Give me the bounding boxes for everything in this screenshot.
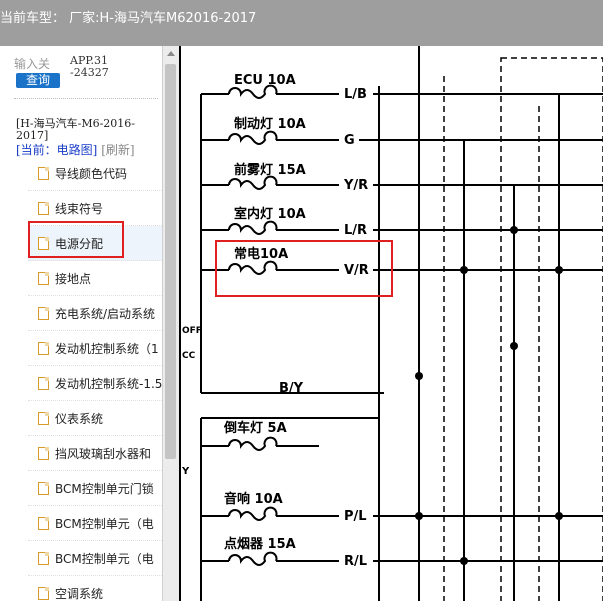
scrollbar-thumb[interactable]	[165, 64, 176, 459]
tree-item-instrument-system[interactable]: 仪表系统	[28, 401, 162, 436]
tree-item-label: 空调系统	[55, 586, 104, 601]
fuse-label: 音响 10A	[224, 491, 283, 507]
document-icon	[38, 271, 49, 285]
document-icon	[38, 236, 49, 250]
fuse-highlight	[215, 240, 393, 297]
wire-code: G	[344, 133, 355, 148]
tree-item-label: 充电系统/启动系统	[55, 306, 156, 321]
current-view-label: [当前：电路图]	[16, 143, 98, 157]
fuse-label: 制动灯 10A	[234, 116, 306, 132]
bus-label: B/Y	[279, 381, 304, 396]
switch-acc-label: CC	[182, 351, 196, 361]
fuse-label: 常电10A	[234, 246, 288, 262]
tree-item-label: 接地点	[55, 271, 92, 286]
tree-item-charging-starting[interactable]: 充电系统/启动系统	[28, 296, 162, 331]
sidebar: 查询 APP.31-24327 [H-海马汽车-M6-2016-2017] [当…	[0, 46, 162, 601]
tree-item-label: 线束符号	[55, 201, 104, 216]
search-area: 查询 APP.31-24327	[0, 46, 162, 98]
document-icon	[38, 446, 49, 460]
circuit-tree: 导线颜色代码 线束符号 电源分配 接地点 充电系统/启动系统 发动机控制系统（1…	[28, 156, 162, 601]
divider	[14, 98, 158, 99]
tree-item-engine-control-2[interactable]: 发动机控制系统-1.5	[28, 366, 162, 401]
wire-code: L/B	[344, 87, 367, 102]
tree-item-harness-symbols[interactable]: 线束符号	[28, 191, 162, 226]
document-icon	[38, 201, 49, 215]
tree-item-wire-colors[interactable]: 导线颜色代码	[28, 156, 162, 191]
tree-item-label: BCM控制单元（电	[55, 551, 154, 566]
fuse-label: 前雾灯 15A	[234, 162, 306, 178]
sidebar-scrollbar[interactable]	[162, 46, 179, 601]
tree-item-bcm-2[interactable]: BCM控制单元（电	[28, 541, 162, 576]
document-icon	[38, 306, 49, 320]
tree-item-label: BCM控制单元（电	[55, 516, 154, 531]
current-view: [当前：电路图] [刷新]	[16, 141, 135, 158]
tree-item-bcm-door-lock[interactable]: BCM控制单元门锁	[28, 471, 162, 506]
tree-item-power-distribution[interactable]: 电源分配	[28, 226, 162, 261]
wire-code: L/R	[344, 223, 367, 238]
search-button[interactable]: 查询	[16, 73, 60, 88]
document-icon	[38, 411, 49, 425]
wire-code: P/L	[344, 509, 367, 524]
tree-item-bcm-1[interactable]: BCM控制单元（电	[28, 506, 162, 541]
diagram-canvas: ECU 10A L/B 制动灯 10A G 前雾灯 15A Y/R 室内灯 10…	[179, 46, 603, 601]
selection-highlight	[28, 221, 124, 258]
document-icon	[38, 586, 49, 600]
top-bar: 当前车型： 厂家:H-海马汽车M62016-2017	[0, 0, 603, 46]
vehicle-title: 当前车型： 厂家:H-海马汽车M62016-2017	[0, 11, 257, 26]
tree-item-label: BCM控制单元门锁	[55, 481, 154, 496]
tree-item-label: 仪表系统	[55, 411, 104, 426]
document-icon	[38, 551, 49, 565]
tree-item-label: 电源分配	[55, 236, 104, 251]
tree-item-label: 发动机控制系统-1.5	[55, 376, 162, 391]
fuse-label: 室内灯 10A	[234, 206, 306, 222]
fuse-label: 点烟器 15A	[224, 536, 296, 552]
wire-code: V/R	[344, 263, 369, 278]
document-icon	[38, 516, 49, 530]
tree-item-engine-control-1[interactable]: 发动机控制系统（1	[28, 331, 162, 366]
tree-item-label: 导线颜色代码	[55, 166, 128, 181]
tree-item-ground-points[interactable]: 接地点	[28, 261, 162, 296]
tree-item-label: 挡风玻璃刮水器和	[55, 446, 152, 461]
search-input[interactable]	[14, 56, 56, 72]
wire-code: Y/R	[343, 178, 368, 193]
stub-label: Y	[181, 466, 190, 477]
fuse-label: 倒车灯 5A	[223, 420, 287, 436]
switch-off-label: OFF	[182, 326, 202, 336]
wire-code: R/L	[344, 554, 367, 569]
tree-item-label: 发动机控制系统（1	[55, 341, 159, 356]
fuse-label: ECU 10A	[234, 73, 296, 88]
document-icon	[38, 341, 49, 355]
model-path: [H-海马汽车-M6-2016-2017]	[16, 117, 136, 142]
tree-item-windshield-wiper[interactable]: 挡风玻璃刮水器和	[28, 436, 162, 471]
app-version: APP.31-24327	[70, 54, 109, 79]
document-icon	[38, 481, 49, 495]
refresh-link[interactable]: [刷新]	[101, 143, 135, 157]
tree-item-ac-system[interactable]: 空调系统	[28, 576, 162, 601]
circuit-diagram: ECU 10A L/B 制动灯 10A G 前雾灯 15A Y/R 室内灯 10…	[179, 46, 603, 601]
document-icon	[38, 166, 49, 180]
scroll-up-icon[interactable]	[167, 51, 175, 56]
document-icon	[38, 376, 49, 390]
